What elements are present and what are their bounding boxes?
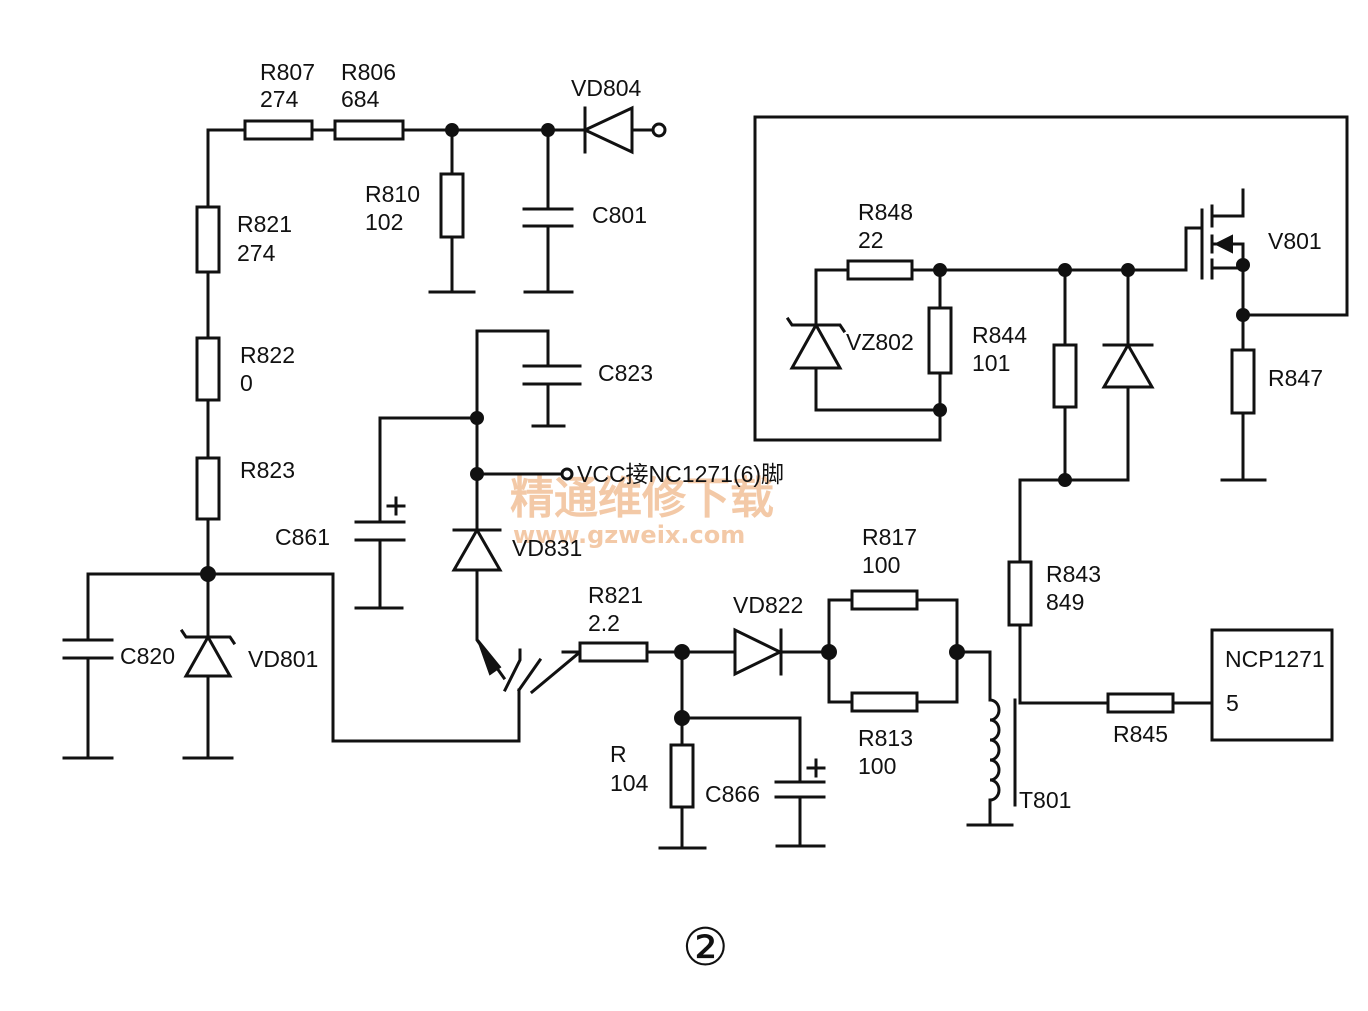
r844-value: 101 xyxy=(972,350,1010,376)
v801-mosfet xyxy=(1184,188,1250,322)
unlabeled-diode xyxy=(1101,341,1155,389)
r845-ref: R845 xyxy=(1113,721,1168,747)
r848-resistor xyxy=(846,259,914,281)
r821b-ref: R821 xyxy=(588,582,643,608)
r806-resistor xyxy=(333,119,405,141)
r817-value: 100 xyxy=(862,552,900,578)
bottom-middle-network xyxy=(561,589,1017,850)
r104-resistor xyxy=(669,743,695,809)
r104-value: 104 xyxy=(610,770,649,796)
vd804-ref: VD804 xyxy=(571,75,642,101)
middle-network xyxy=(354,329,583,695)
r821a-ref: R821 xyxy=(237,211,292,237)
vz802-ref: VZ802 xyxy=(846,329,914,355)
r807-value: 274 xyxy=(260,86,299,112)
r821-2.2-resistor xyxy=(578,641,649,663)
ncp1271-pin: 5 xyxy=(1226,690,1239,716)
vd822-ref: VD822 xyxy=(733,592,803,618)
c866-capacitor xyxy=(774,780,826,799)
r848-value: 22 xyxy=(858,227,884,253)
r843-resistor xyxy=(1007,560,1033,627)
ncp1271-chip xyxy=(1210,628,1334,742)
t801-ref: T801 xyxy=(1019,787,1071,813)
r807-ref: R807 xyxy=(260,59,315,85)
vcc-note: VCC接NC1271(6)脚 xyxy=(577,461,784,487)
c866-ref: C866 xyxy=(705,781,760,807)
r847-resistor xyxy=(1230,348,1256,415)
c820-capacitor xyxy=(62,638,114,660)
vd822-diode xyxy=(733,627,784,677)
c823-ref: C823 xyxy=(598,360,653,386)
r810-value: 102 xyxy=(365,209,403,235)
r806-value: 684 xyxy=(341,86,380,112)
transistor xyxy=(475,568,583,695)
r821a-value: 274 xyxy=(237,240,276,266)
r822-value: 0 xyxy=(240,370,253,396)
gate-drive-box xyxy=(753,115,1349,482)
r817-ref: R817 xyxy=(862,524,917,550)
t801-transformer xyxy=(955,650,1017,827)
r823-ref: R823 xyxy=(240,457,295,483)
vd801-ref: VD801 xyxy=(248,646,318,672)
c801-ref: C801 xyxy=(592,202,647,228)
vd801-zener xyxy=(179,572,237,760)
right-lower-network xyxy=(1007,268,1334,742)
r843-ref: R843 xyxy=(1046,561,1101,587)
r817-resistor xyxy=(850,589,919,611)
c861-ref: C861 xyxy=(275,524,330,550)
r823-resistor xyxy=(195,456,221,521)
r813-ref: R813 xyxy=(858,725,913,751)
r104-ref: R xyxy=(610,741,627,767)
vd804-diode xyxy=(581,105,634,155)
r813-resistor xyxy=(850,691,919,713)
r821-274-resistor xyxy=(195,205,221,274)
r844-ref: R844 xyxy=(972,322,1027,348)
vd831-diode xyxy=(451,526,503,572)
r848-ref: R848 xyxy=(858,199,913,225)
watermark-url: www.gzweix.com xyxy=(513,521,745,549)
r813-value: 100 xyxy=(858,753,896,779)
r844-resistor xyxy=(927,306,953,375)
c801-capacitor xyxy=(522,207,574,228)
vd831-ref: VD831 xyxy=(512,535,582,561)
unlabeled-resistor xyxy=(1052,343,1078,409)
r822-resistor xyxy=(195,336,221,402)
r806-ref: R806 xyxy=(341,59,396,85)
ncp1271-ref: NCP1271 xyxy=(1225,646,1325,672)
r810-ref: R810 xyxy=(365,181,420,207)
r810-resistor xyxy=(439,172,465,239)
r843-value: 849 xyxy=(1046,589,1084,615)
c861-capacitor xyxy=(354,520,406,542)
vz802-zener xyxy=(785,316,847,370)
r845-resistor xyxy=(1106,692,1175,714)
r847-ref: R847 xyxy=(1268,365,1323,391)
r821b-value: 2.2 xyxy=(588,610,620,636)
figure-number: ② xyxy=(682,918,729,978)
v801-ref: V801 xyxy=(1268,228,1322,254)
r807-resistor xyxy=(243,119,314,141)
c820-ref: C820 xyxy=(120,643,175,669)
left-chain xyxy=(62,205,521,760)
c823-capacitor xyxy=(522,364,582,386)
r822-ref: R822 xyxy=(240,342,295,368)
labels: R807 274 R806 684 VD804 R810 102 C801 R8… xyxy=(120,59,1325,978)
vd804-terminal xyxy=(651,122,667,138)
watermark-title: 精通维修下载 xyxy=(510,473,774,524)
top-left-network xyxy=(206,105,667,294)
vcc-terminal xyxy=(560,467,574,481)
